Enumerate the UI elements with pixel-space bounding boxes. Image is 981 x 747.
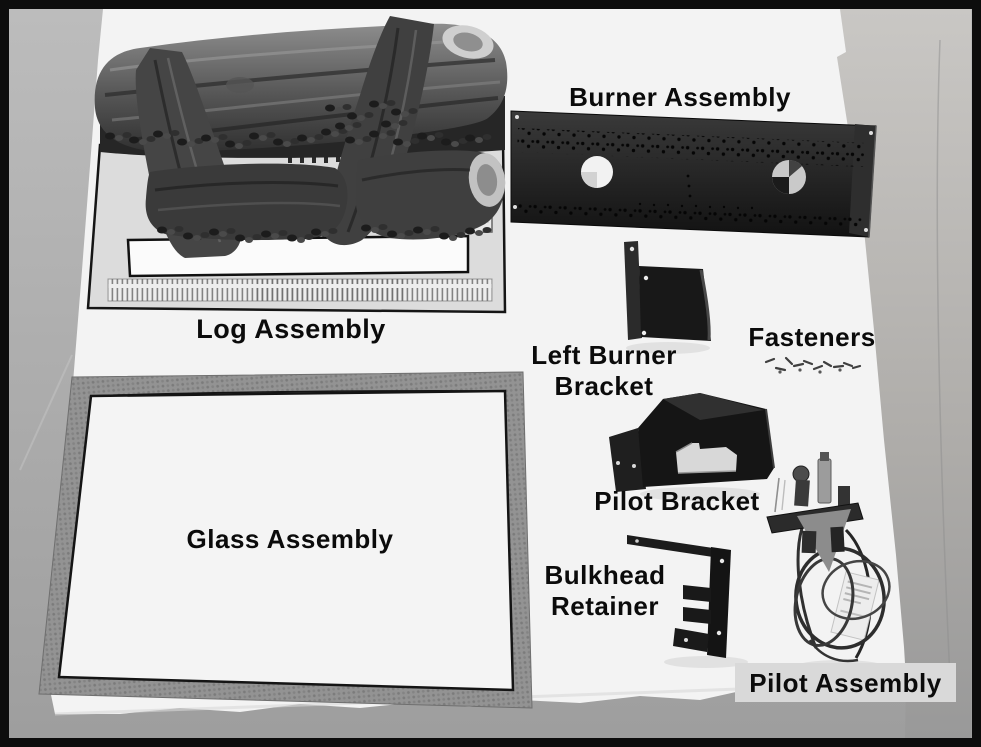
left-burner-bracket-label: Left Burner Bracket xyxy=(531,340,677,402)
pilot-bracket-part xyxy=(609,393,775,501)
bulkhead-retainer-label-line1: Bulkhead xyxy=(544,560,666,590)
pilot-assembly-label-box: Pilot Assembly xyxy=(735,663,956,702)
burner-assembly-part xyxy=(510,110,877,238)
burner-assembly-label: Burner Assembly xyxy=(569,82,791,112)
left-burner-bracket-label-line1: Left Burner xyxy=(531,340,677,370)
bulkhead-retainer-label: Bulkhead Retainer xyxy=(544,560,665,622)
pilot-assembly-label: Pilot Assembly xyxy=(749,667,942,698)
fasteners-label: Fasteners xyxy=(748,322,876,352)
bulkhead-retainer-label-line2: Retainer xyxy=(550,591,660,622)
fasteners-part xyxy=(764,356,862,374)
glass-assembly-label: Glass Assembly xyxy=(186,524,394,554)
left-burner-bracket-part xyxy=(624,241,711,354)
pilot-assembly-part xyxy=(766,452,891,676)
log-assembly-part xyxy=(86,16,508,314)
pilot-bracket-label: Pilot Bracket xyxy=(594,486,760,516)
bulkhead-retainer-part xyxy=(627,535,748,668)
log-assembly-label: Log Assembly xyxy=(196,314,386,344)
glass-assembly-part xyxy=(38,371,533,709)
left-burner-bracket-label-line2: Bracket xyxy=(554,371,654,402)
